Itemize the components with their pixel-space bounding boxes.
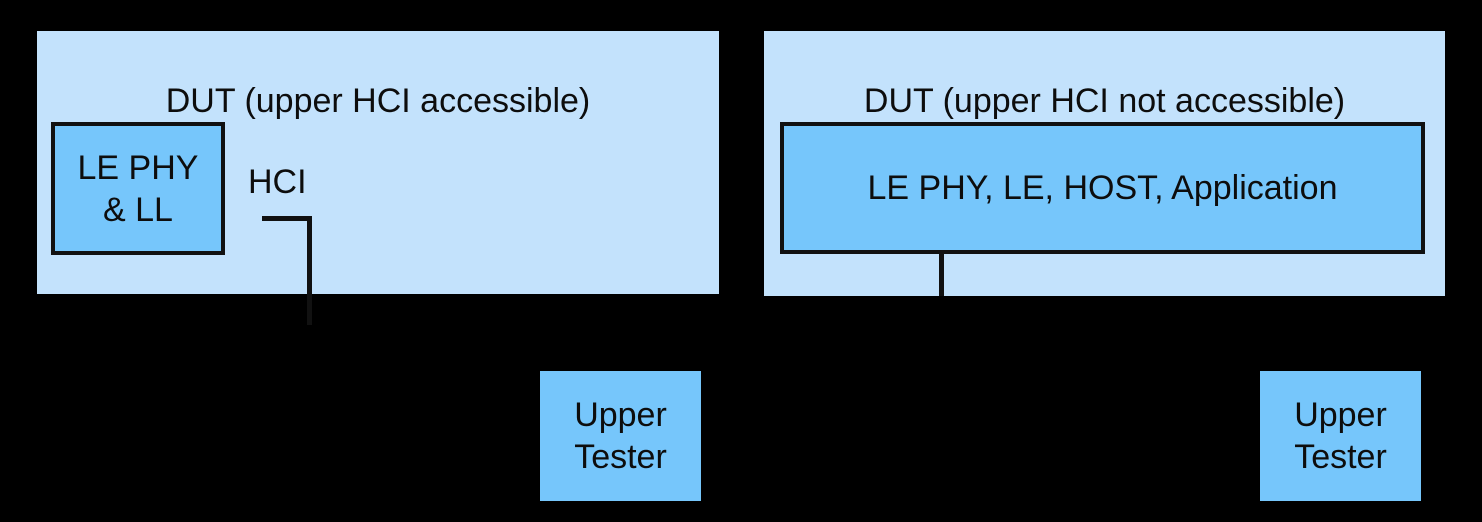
dut-left-title: DUT (upper HCI accessible) bbox=[165, 82, 591, 120]
dut-right-title: DUT (upper HCI not accessible) bbox=[863, 82, 1346, 120]
hci-connector-vertical bbox=[307, 216, 312, 325]
dut-right-connector-vertical bbox=[939, 253, 944, 296]
hci-interface-label: HCI bbox=[248, 163, 307, 201]
dut-panel-upper-hci-accessible: DUT (upper HCI accessible) LE PHY & LL H… bbox=[37, 31, 719, 325]
le-phy-and-ll-block: LE PHY & LL bbox=[51, 122, 225, 255]
le-phy-le-host-application-block: LE PHY, LE, HOST, Application bbox=[780, 122, 1425, 254]
upper-tester-right-block: Upper Tester bbox=[1260, 371, 1421, 501]
hci-connector-horizontal bbox=[262, 216, 312, 221]
dut-panel-upper-hci-not-accessible: DUT (upper HCI not accessible) LE PHY, L… bbox=[764, 31, 1445, 296]
upper-tester-left-block: Upper Tester bbox=[540, 371, 701, 501]
